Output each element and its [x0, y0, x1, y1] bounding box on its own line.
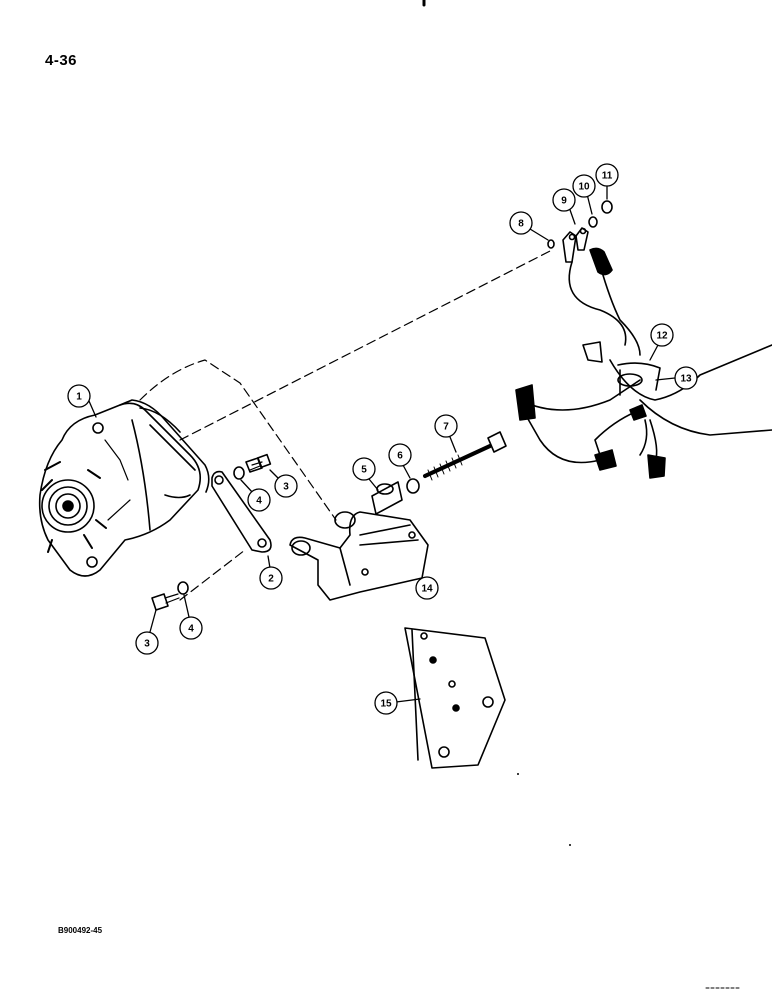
callout-circle-5: [352, 457, 376, 481]
spacer: [371, 481, 403, 515]
wire-harness: [515, 261, 772, 479]
lock-washer: [547, 239, 555, 249]
callout-13: 13: [680, 374, 692, 385]
pivot-bolt: [423, 431, 507, 481]
drawing-code: B900492-45: [58, 926, 103, 935]
callout-1: 1: [76, 392, 82, 403]
callout-circle-13: [674, 366, 698, 390]
callout-4b: 4: [188, 624, 194, 635]
callout-15: 15: [380, 699, 392, 710]
callouts: [67, 163, 698, 715]
washer-upper: [233, 466, 245, 480]
bolt-upper: [245, 453, 272, 473]
washer-10: [588, 216, 598, 228]
callout-circle-9: [552, 188, 576, 212]
callout-circle-7: [434, 414, 458, 438]
callout-circle-8: [509, 211, 533, 235]
callout-circle-15: [374, 691, 398, 715]
callout-6: 6: [397, 451, 403, 462]
alternator: [38, 399, 210, 577]
callout-circle-4a: [247, 488, 271, 512]
washer-lower: [177, 581, 189, 595]
callout-9: 9: [561, 196, 567, 207]
callout-circle-12: [650, 323, 674, 347]
callout-circle-4b: [179, 616, 203, 640]
callout-circle-14: [415, 576, 439, 600]
callout-circle-3b: [135, 631, 159, 655]
callout-2: 2: [268, 574, 274, 585]
mounting-bracket: [289, 511, 429, 601]
callout-circle-6: [388, 443, 412, 467]
nut-11: [601, 200, 613, 214]
washer-6: [406, 478, 420, 494]
callout-12: 12: [656, 331, 668, 342]
callout-3b: 3: [144, 639, 150, 650]
assembly-lines: [139, 249, 553, 601]
adjusting-strap: [211, 470, 272, 553]
terminal-connectors: [562, 227, 613, 276]
callout-11: 11: [602, 171, 613, 182]
mounting-plate: [404, 627, 506, 769]
callout-circle-10: [572, 174, 596, 198]
page-number: 4-36: [45, 52, 78, 69]
callout-5: 5: [361, 465, 367, 476]
callout-8: 8: [518, 219, 524, 230]
bolt-lower: [151, 593, 180, 611]
callout-3a: 3: [283, 482, 289, 493]
callout-circle-11: [595, 163, 619, 187]
callout-circle-1: [67, 384, 91, 408]
callout-circle-2: [259, 566, 283, 590]
callout-4a: 4: [256, 496, 262, 507]
callout-10: 10: [578, 182, 590, 193]
callout-circle-3a: [274, 474, 298, 498]
callout-14: 14: [421, 584, 433, 595]
callout-7: 7: [443, 422, 449, 433]
